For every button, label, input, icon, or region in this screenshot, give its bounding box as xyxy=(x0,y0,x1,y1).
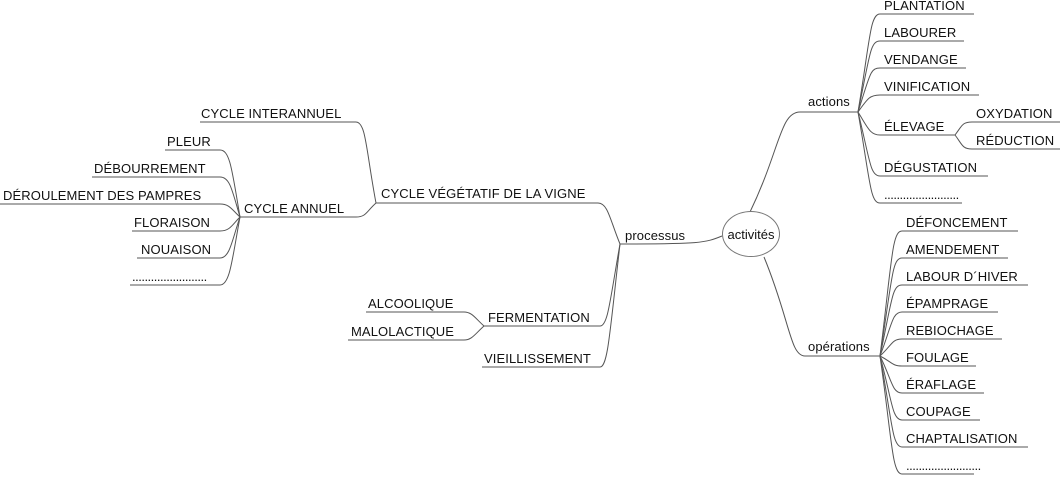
link-ops-chaptalisation xyxy=(879,355,1028,448)
link-ops-defoncement xyxy=(879,230,1018,357)
topic-malolactique[interactable]: MALOLACTIQUE xyxy=(351,324,455,339)
central-topic-activites[interactable]: activités xyxy=(722,211,780,257)
topic-vieillissement[interactable]: VIEILLISSEMENT xyxy=(484,351,591,366)
link-vegetatif-interannuel xyxy=(200,121,377,204)
link-ops-more xyxy=(879,355,974,475)
link-actions-labourer xyxy=(857,40,964,113)
link-actions-degustation xyxy=(857,111,988,177)
topic-plantation[interactable]: PLANTATION xyxy=(884,0,965,13)
link-ops-labourhiver xyxy=(879,284,1028,357)
topic-labour-hiver[interactable]: LABOUR D´HIVER xyxy=(906,269,1018,284)
topic-vinification[interactable]: VINIFICATION xyxy=(884,79,971,94)
topic-oxydation[interactable]: OXYDATION xyxy=(976,106,1053,121)
topic-cycle-placeholder[interactable]: ........................ xyxy=(132,269,207,284)
topic-degustation[interactable]: DÉGUSTATION xyxy=(884,160,978,175)
link-annuel-more xyxy=(130,216,241,286)
link-annuel-deroulement xyxy=(0,203,241,218)
topic-debourrement[interactable]: DÉBOURREMENT xyxy=(94,161,206,176)
link-ops-rebiochage xyxy=(879,338,1002,357)
topic-labourer[interactable]: LABOURER xyxy=(884,25,957,40)
topic-cycle-annuel[interactable]: CYCLE ANNUEL xyxy=(244,201,345,216)
topic-cycle-vegetatif[interactable]: CYCLE VÉGÉTATIF DE LA VIGNE xyxy=(381,186,586,201)
topic-elevage[interactable]: ÉLEVAGE xyxy=(884,119,945,134)
topic-eraflage[interactable]: ÉRAFLAGE xyxy=(906,377,977,392)
link-root-actions xyxy=(749,111,858,213)
link-root-operations xyxy=(763,256,880,357)
topic-actions-placeholder[interactable]: ........................ xyxy=(884,187,959,202)
topic-coupage[interactable]: COUPAGE xyxy=(906,404,971,419)
link-processus-cycle-vegetatif xyxy=(376,202,621,245)
link-annuel-pleur xyxy=(165,149,241,218)
topic-reduction[interactable]: RÉDUCTION xyxy=(976,133,1055,148)
link-ops-foulage xyxy=(879,355,976,367)
link-ops-amendement xyxy=(879,257,1008,357)
link-annuel-debourrement xyxy=(92,176,241,218)
topic-amendement[interactable]: AMENDEMENT xyxy=(906,242,1000,257)
link-fermentation-alcoolique xyxy=(366,311,485,327)
topic-cycle-interannuel[interactable]: CYCLE INTERANNUEL xyxy=(201,106,342,121)
topic-operations-placeholder[interactable]: ........................ xyxy=(906,458,981,473)
topic-foulage[interactable]: FOULAGE xyxy=(906,350,969,365)
link-annuel-nouaison xyxy=(137,216,241,259)
link-actions-vendange xyxy=(857,67,966,113)
topic-operations[interactable]: opérations xyxy=(808,339,870,354)
topic-deroulement-pampres[interactable]: DÉROULEMENT DES PAMPRES xyxy=(3,188,202,203)
link-root-processus xyxy=(619,235,723,245)
topic-actions[interactable]: actions xyxy=(808,94,850,109)
link-vegetatif-annuel xyxy=(240,202,377,218)
link-elevage-reduction xyxy=(954,134,1060,150)
link-ops-coupage xyxy=(879,355,980,421)
central-topic-label: activités xyxy=(727,226,775,242)
link-processus-fermentation xyxy=(484,243,621,327)
topic-processus[interactable]: processus xyxy=(625,228,686,243)
topic-pleur[interactable]: PLEUR xyxy=(167,134,211,149)
topic-alcoolique[interactable]: ALCOOLIQUE xyxy=(368,296,454,311)
link-actions-plantation xyxy=(857,13,974,113)
topic-floraison[interactable]: FLORAISON xyxy=(134,215,211,230)
link-actions-vinification xyxy=(857,94,979,113)
topic-fermentation[interactable]: FERMENTATION xyxy=(488,310,590,325)
link-processus-vieillissement xyxy=(482,243,621,368)
link-ops-epamprage xyxy=(879,311,998,357)
link-annuel-floraison xyxy=(132,216,241,232)
topic-defoncement[interactable]: DÉFONCEMENT xyxy=(906,215,1008,230)
link-actions-elevage xyxy=(857,111,955,136)
topic-vendange[interactable]: VENDANGE xyxy=(884,52,958,67)
link-fermentation-malolactique xyxy=(348,325,485,341)
topic-rebiochage[interactable]: REBIOCHAGE xyxy=(906,323,994,338)
link-ops-eraflage xyxy=(879,355,984,394)
topic-nouaison[interactable]: NOUAISON xyxy=(141,242,212,257)
link-elevage-oxydation xyxy=(954,121,1060,136)
topic-epamprage[interactable]: ÉPAMPRAGE xyxy=(906,296,989,311)
link-actions-more xyxy=(857,111,962,204)
topic-chaptalisation[interactable]: CHAPTALISATION xyxy=(906,431,1018,446)
